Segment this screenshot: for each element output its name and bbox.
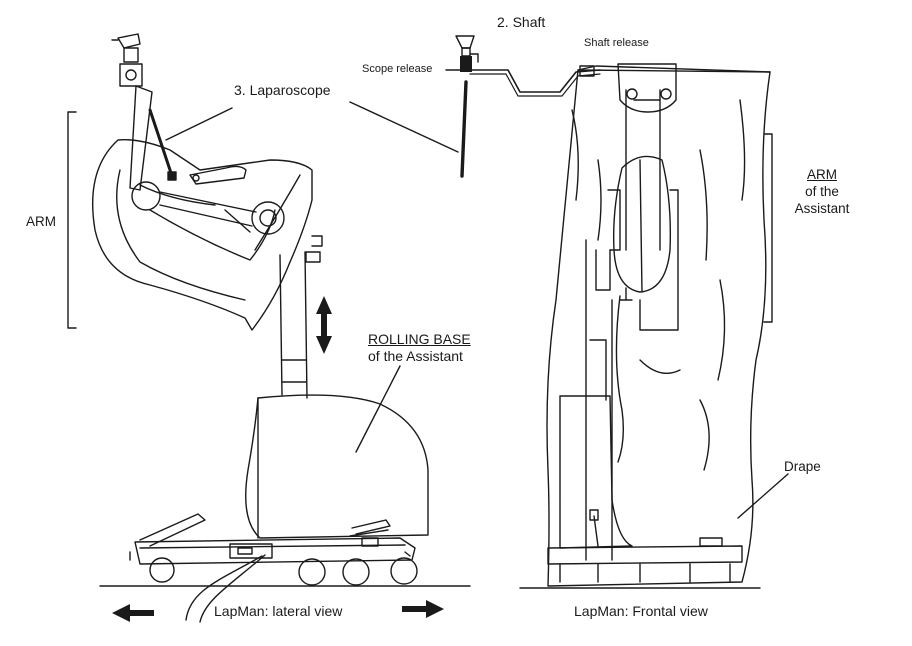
- label-shaft: 2. Shaft: [497, 14, 546, 30]
- arm-housing: [92, 139, 313, 331]
- up-down-arrow: [316, 296, 332, 354]
- control-box: [229, 543, 273, 559]
- top-mount: [617, 63, 677, 113]
- label-laparoscope: 3. Laparoscope: [234, 82, 331, 98]
- wheel: [149, 557, 175, 583]
- left-arrow: [112, 604, 154, 622]
- label-arm-left: ARM: [26, 214, 56, 229]
- shaft-release-clamp: [579, 65, 595, 77]
- leader-laparoscope-lateral: [165, 107, 233, 141]
- frontal-scope: [460, 80, 468, 178]
- label-rolling-base-sub: of the Assistant: [368, 348, 463, 364]
- lower-column: [559, 395, 633, 549]
- wheel: [342, 558, 370, 586]
- frontal-view-drawing: [349, 35, 789, 589]
- lateral-scope-body: [129, 85, 153, 191]
- leader-drape: [737, 473, 789, 519]
- column: [279, 251, 308, 399]
- frontal-eyepiece: [455, 35, 475, 49]
- right-arrow: [402, 600, 444, 618]
- leader-rolling-base: [355, 365, 401, 453]
- base-platform: [134, 537, 416, 565]
- label-shaft-release: Shaft release: [584, 37, 649, 49]
- frontal-base: [547, 545, 743, 565]
- rolling-base-body: [245, 394, 429, 539]
- label-arm-right-line3: Assistant: [794, 201, 850, 216]
- label-arm-right-title: ARM: [807, 167, 837, 182]
- label-arm-right-line2: of the: [805, 184, 839, 199]
- arm-bracket-left: [67, 111, 77, 329]
- label-scope-release: Scope release: [362, 63, 433, 75]
- leader-laparoscope-frontal: [349, 101, 459, 153]
- arm-joint: [251, 201, 285, 235]
- caption-frontal-view: LapMan: Frontal view: [574, 603, 708, 619]
- power-cable: [185, 555, 263, 621]
- label-rolling-base-title: ROLLING BASE: [368, 331, 471, 347]
- lateral-view-drawing: [67, 33, 471, 623]
- label-drape: Drape: [784, 459, 821, 474]
- caption-lateral-view: LapMan: lateral view: [214, 603, 343, 619]
- wheel: [298, 558, 326, 586]
- eyepiece: [117, 33, 141, 49]
- arm-joint: [131, 181, 161, 211]
- scope-holder: [189, 165, 247, 185]
- wheel: [390, 557, 418, 585]
- foot-pedal: [139, 513, 206, 547]
- arm-carriage: [612, 155, 672, 293]
- drape-outline: [546, 69, 771, 587]
- arm-bracket-right: [763, 133, 773, 323]
